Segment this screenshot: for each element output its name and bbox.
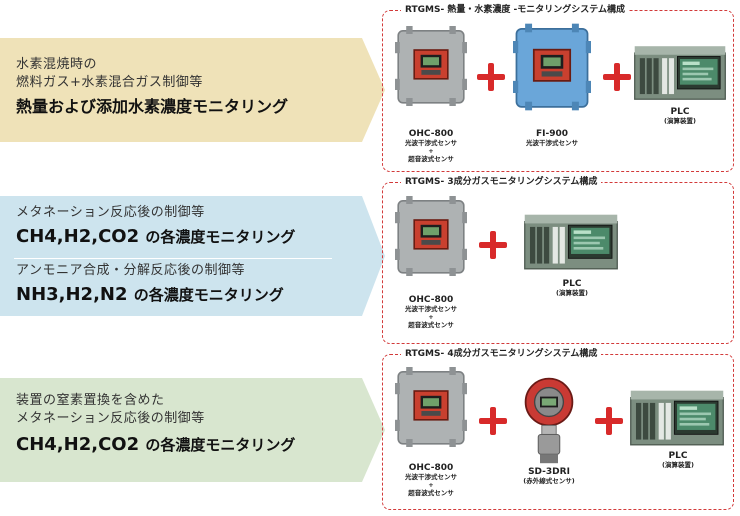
device-sub: (演算装置) xyxy=(556,289,588,297)
plus-icon xyxy=(479,407,507,435)
device-label: OHC-800 光波干渉式センサ + 超音波式センサ xyxy=(383,295,479,329)
device-sub: + xyxy=(428,147,434,155)
device-name: FI-900 xyxy=(535,129,569,139)
formula-suffix: の各濃度モニタリング xyxy=(145,436,296,454)
panel-title: RTGMS- 熱量・水素濃度 -モニタリングシステム構成 xyxy=(401,2,629,15)
device-name: PLC xyxy=(670,107,690,117)
banner-methanation-ammonia: メタネーション反応後の制御等 CH4,H2,CO2 の各濃度モニタリング アンモ… xyxy=(0,196,390,316)
device-sub: 超音波式センサ xyxy=(408,489,454,497)
formula-text: CH4,H2,CO2 xyxy=(16,226,140,247)
device-label: OHC-800 光波干渉式センサ + 超音波式センサ xyxy=(383,463,479,497)
formula-suffix: の各濃度モニタリング xyxy=(145,228,296,246)
plus-icon xyxy=(477,63,505,91)
device-sub: 超音波式センサ xyxy=(408,155,454,163)
plus-icon xyxy=(595,407,623,435)
panel-title: RTGMS- 4成分ガスモニタリングシステム構成 xyxy=(401,346,602,359)
device-name: SD-3DRI xyxy=(528,467,570,477)
device-name: OHC-800 xyxy=(408,129,454,139)
device-name: PLC xyxy=(668,451,688,461)
device-sub: 光波干渉式センサ xyxy=(526,139,578,147)
device-label: PLC (演算装置) xyxy=(633,451,723,469)
device-label: OHC-800 光波干渉式センサ + 超音波式センサ xyxy=(383,129,479,163)
ohc-800-device-icon xyxy=(395,25,467,107)
device-name: OHC-800 xyxy=(408,295,454,305)
banner-line: メタネーション反応後の制御等 xyxy=(16,411,205,426)
plus-icon xyxy=(479,231,507,259)
system-panel-4-component: RTGMS- 4成分ガスモニタリングシステム構成 OHC-800 光波干渉式セン… xyxy=(382,346,734,510)
formula-suffix: の各濃度モニタリング xyxy=(133,286,284,304)
banner-arrow-shape xyxy=(0,378,385,482)
banner-nitrogen-purge: 装置の窒素置換を含めた メタネーション反応後の制御等 CH4,H2,CO2 の各… xyxy=(0,378,390,482)
device-name: PLC xyxy=(562,279,582,289)
banner-line: 燃料ガス+水素混合ガス制御等 xyxy=(16,75,203,90)
device-label: PLC (演算装置) xyxy=(635,107,725,125)
banner-line: アンモニア合成・分解反応後の制御等 xyxy=(16,263,245,278)
device-name: OHC-800 xyxy=(408,463,454,473)
device-sub: (演算装置) xyxy=(662,461,694,469)
formula-text: NH3,H2,N2 xyxy=(16,284,128,305)
banner-line: 水素混焼時の xyxy=(16,57,98,72)
ohc-800-device-icon xyxy=(395,367,467,447)
device-label: PLC (演算装置) xyxy=(527,279,617,297)
panel-title: RTGMS- 3成分ガスモニタリングシステム構成 xyxy=(401,174,602,187)
plc-device-icon xyxy=(633,41,727,101)
device-sub: + xyxy=(428,313,434,321)
gas-formula: CH4,H2,CO2 の各濃度モニタリング xyxy=(16,226,295,247)
banner-divider xyxy=(14,258,332,259)
device-label: SD-3DRI (赤外線式センサ) xyxy=(503,467,595,485)
plc-device-icon xyxy=(523,209,619,271)
device-sub: 光波干渉式センサ xyxy=(405,305,457,313)
sd-3dri-detector-icon xyxy=(521,375,577,465)
device-sub: (演算装置) xyxy=(664,117,696,125)
plus-icon xyxy=(603,63,631,91)
device-sub: + xyxy=(428,481,434,489)
banner-arrow-shape xyxy=(0,196,385,316)
banner-headline: 熱量および添加水素濃度モニタリング xyxy=(16,97,289,116)
gas-formula: CH4,H2,CO2 の各濃度モニタリング xyxy=(16,434,295,455)
device-sub: (赤外線式センサ) xyxy=(523,477,575,485)
device-sub: 超音波式センサ xyxy=(408,321,454,329)
banner-hydrogen-cofiring: 水素混焼時の 燃料ガス+水素混合ガス制御等 熱量および添加水素濃度モニタリング xyxy=(0,38,390,142)
banner-arrow-shape xyxy=(0,38,385,142)
device-label: FI-900 光波干渉式センサ xyxy=(503,129,601,147)
device-sub: 光波干渉式センサ xyxy=(405,139,457,147)
system-panel-heat-hydrogen: RTGMS- 熱量・水素濃度 -モニタリングシステム構成 OHC-800 光波干… xyxy=(382,2,734,172)
formula-text: CH4,H2,CO2 xyxy=(16,434,140,455)
device-sub: 光波干渉式センサ xyxy=(405,473,457,481)
ohc-800-device-icon xyxy=(395,195,467,277)
banner-line: メタネーション反応後の制御等 xyxy=(16,205,205,220)
gas-formula: NH3,H2,N2 の各濃度モニタリング xyxy=(16,284,284,305)
banner-line: 装置の窒素置換を含めた xyxy=(16,393,165,408)
plc-device-icon xyxy=(629,385,725,447)
fi-900-device-icon xyxy=(513,21,591,113)
system-panel-3-component: RTGMS- 3成分ガスモニタリングシステム構成 OHC-800 光波干渉式セン… xyxy=(382,174,734,344)
